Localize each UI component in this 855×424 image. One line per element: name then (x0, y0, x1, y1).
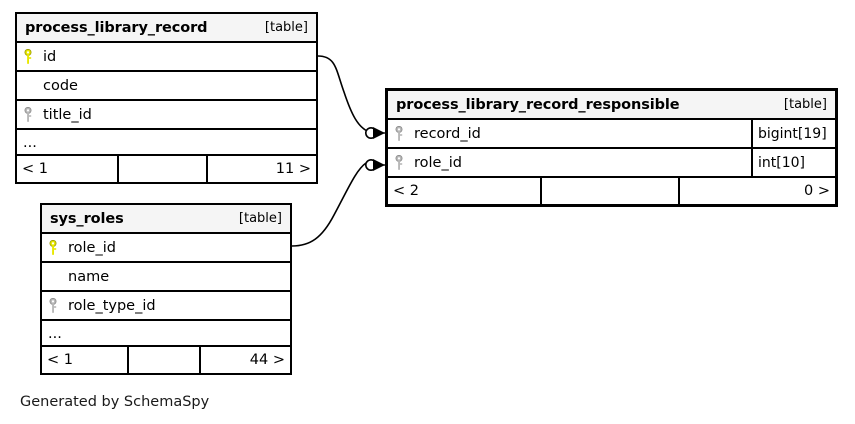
column-name-cell: role_id (42, 234, 290, 261)
table-type-tag: [table] (783, 97, 827, 112)
footer-middle (117, 156, 208, 182)
more-columns-indicator: ... (48, 326, 62, 342)
column-row[interactable]: role_id (42, 234, 290, 263)
generator-credit: Generated by SchemaSpy (20, 394, 210, 410)
column-name-cell: role_id (388, 149, 751, 176)
table-type-tag: [table] (264, 20, 308, 35)
column-type: int[10] (751, 149, 835, 176)
parents-count: < 2 (393, 183, 419, 199)
more-columns-row: ... (17, 130, 316, 156)
cardinality-zero-record (364, 127, 377, 140)
table-process-library-record[interactable]: process_library_record [table] id code (15, 12, 318, 184)
column-name: name (68, 268, 110, 285)
column-name: id (43, 48, 57, 65)
column-row[interactable]: name (42, 263, 290, 292)
table-header: process_library_record_responsible [tabl… (388, 91, 835, 120)
children-count: 44 > (249, 352, 285, 368)
table-header: process_library_record [table] (17, 14, 316, 43)
cardinality-many-role (373, 159, 385, 171)
table-footer: < 1 44 > (42, 347, 290, 373)
column-name: record_id (414, 125, 481, 142)
column-name: role_id (68, 239, 116, 256)
table-sys-roles[interactable]: sys_roles [table] role_id name (40, 203, 292, 375)
footer-middle (127, 347, 201, 373)
foreign-key-icon (24, 106, 32, 122)
more-columns-indicator: ... (23, 135, 37, 151)
more-columns-row: ... (42, 321, 290, 347)
table-footer: < 2 0 > (388, 178, 835, 204)
parents-count: < 1 (22, 161, 48, 177)
column-row[interactable]: id (17, 43, 316, 72)
table-title: process_library_record (25, 19, 208, 36)
relationship-line-record (317, 55, 368, 132)
column-name: role_id (414, 154, 462, 171)
parents-count: < 1 (47, 352, 73, 368)
column-name-cell: title_id (17, 101, 316, 128)
children-count: 11 > (275, 161, 311, 177)
cardinality-zero-role (364, 159, 377, 172)
column-name-cell: record_id (388, 120, 751, 147)
column-row[interactable]: title_id (17, 101, 316, 130)
primary-key-icon (49, 239, 57, 255)
foreign-key-icon (49, 297, 57, 313)
footer-middle (540, 178, 680, 204)
column-name-cell: id (17, 43, 316, 70)
cardinality-many-record (373, 127, 385, 139)
table-process-library-record-responsible[interactable]: process_library_record_responsible [tabl… (385, 88, 838, 207)
column-row[interactable]: role_type_id (42, 292, 290, 321)
table-header: sys_roles [table] (42, 205, 290, 234)
column-name-cell: name (42, 263, 290, 290)
column-name: code (43, 77, 78, 94)
table-title: process_library_record_responsible (396, 96, 680, 113)
column-name: role_type_id (68, 297, 156, 314)
table-title: sys_roles (50, 210, 124, 227)
children-count: 0 > (804, 183, 830, 199)
table-type-tag: [table] (238, 211, 282, 226)
table-footer: < 1 11 > (17, 156, 316, 182)
column-row[interactable]: code (17, 72, 316, 101)
column-name-cell: role_type_id (42, 292, 290, 319)
column-row[interactable]: role_id int[10] (388, 149, 835, 178)
column-type: bigint[19] (751, 120, 835, 147)
foreign-key-icon (395, 154, 403, 170)
column-name: title_id (43, 106, 92, 123)
column-name-cell: code (17, 72, 316, 99)
primary-key-icon (24, 48, 32, 64)
column-row[interactable]: record_id bigint[19] (388, 120, 835, 149)
foreign-key-icon (395, 125, 403, 141)
